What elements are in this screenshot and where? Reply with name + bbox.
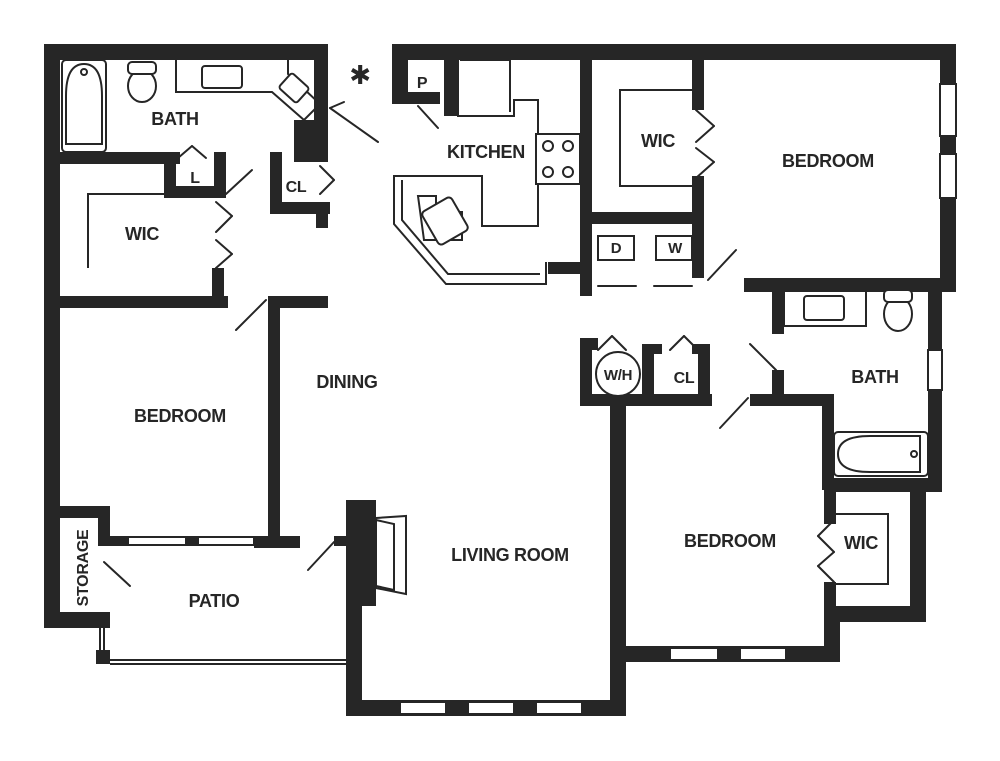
living-room-label: LIVING ROOM [451, 545, 569, 565]
bedroom-left-label: BEDROOM [134, 406, 226, 426]
dryer-label: D [611, 240, 622, 257]
bath-top-label: BATH [151, 109, 198, 129]
wic-bottom-right-label: WIC [844, 533, 878, 553]
laundry-label: L [190, 170, 200, 187]
room-labels: BATH L CL WIC KITCHEN P WIC BEDROOM D W … [75, 60, 899, 611]
bedroom-bottom-right-label: BEDROOM [684, 531, 776, 551]
patio-label: PATIO [189, 591, 240, 611]
bath-right-label: BATH [851, 367, 898, 387]
windows [99, 83, 957, 715]
fixtures [61, 59, 929, 596]
doors [103, 101, 835, 587]
dining-label: DINING [316, 372, 377, 392]
wic-left-label: WIC [125, 224, 159, 244]
asterisk-marker: ✱ [349, 60, 371, 90]
wic-top-right-label: WIC [641, 131, 675, 151]
washer-label: W [668, 240, 683, 257]
kitchen-label: KITCHEN [447, 142, 525, 162]
interior-walls [60, 60, 956, 716]
closet-center-label: CL [674, 370, 695, 387]
water-heater-label: W/H [604, 367, 632, 384]
bedroom-top-right-label: BEDROOM [782, 151, 874, 171]
closet-left-label: CL [286, 179, 307, 196]
storage-label: STORAGE [75, 529, 92, 606]
pantry-label: P [417, 75, 428, 92]
